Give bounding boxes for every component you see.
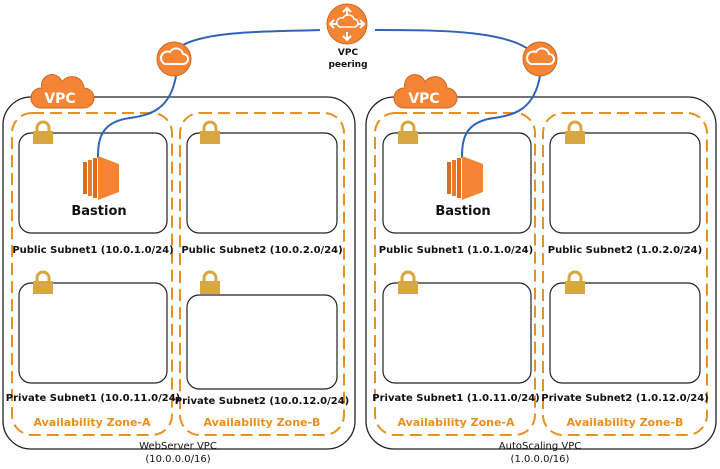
private-subnet-2: [186, 294, 338, 390]
availability-zone-a-label: Availability Zone-A: [33, 416, 151, 429]
svg-text:VPC: VPC: [44, 91, 75, 107]
private-subnet-1: [18, 282, 168, 384]
lock-icon: [396, 270, 420, 296]
bastion-label: Bastion: [435, 204, 490, 219]
availability-zone-b: [179, 112, 345, 436]
vpc-name-autoscaling: AutoScaling VPC: [499, 441, 581, 452]
private-subnet-2-label: Private Subnet2 (1.0.12.0/24): [541, 393, 709, 404]
peering-link-left: [169, 29, 321, 59]
vpc-cidr-autoscaling: (1.0.0.0/16): [511, 454, 570, 465]
lock-icon: [563, 270, 587, 296]
availability-zone-b-label: Availability Zone-B: [567, 416, 684, 429]
availability-zone-b: [542, 112, 708, 436]
svg-text:VPC: VPC: [408, 91, 439, 107]
availability-zone-a: [374, 112, 536, 436]
bastion-label: Bastion: [71, 204, 126, 219]
availability-zone-b-label: Availability Zone-B: [204, 416, 321, 429]
lock-icon: [198, 270, 222, 296]
private-subnet-2-label: Private Subnet2 (10.0.12.0/24): [175, 396, 349, 407]
public-subnet-1: [18, 132, 168, 234]
public-subnet-2: [549, 132, 701, 234]
lock-icon: [563, 120, 587, 146]
vpc-cidr-webserver: (10.0.0.0/16): [145, 454, 210, 465]
availability-zone-a-label: Availability Zone-A: [397, 416, 515, 429]
public-subnet-1-label: Public Subnet1 (10.0.1.0/24): [12, 245, 173, 256]
private-subnet-1-label: Private Subnet1 (10.0.11.0/24): [6, 393, 180, 404]
lock-icon: [198, 120, 222, 146]
public-subnet-2: [186, 132, 338, 234]
public-subnet-1-label: Public Subnet1 (1.0.1.0/24): [379, 245, 533, 256]
vpc-peering-router-icon: [326, 3, 368, 45]
internet-gateway-icon: [522, 41, 558, 77]
availability-zone-a: [11, 112, 173, 436]
lock-icon: [31, 270, 55, 296]
lock-icon: [31, 120, 55, 146]
public-subnet-2-label: Public Subnet2 (10.0.2.0/24): [181, 245, 342, 256]
gateway-link: [97, 75, 177, 159]
public-subnet-2-label: Public Subnet2 (1.0.2.0/24): [548, 245, 702, 256]
peering-label-line2: peering: [328, 60, 367, 70]
ec2-instance-icon: [447, 156, 483, 200]
vpc-name-webserver: WebServer VPC: [139, 441, 217, 452]
private-subnet-1-label: Private Subnet1 (1.0.11.0/24): [372, 393, 540, 404]
vpc-badge-icon: VPC: [30, 74, 95, 109]
lock-icon: [396, 120, 420, 146]
peering-label-line1: VPC: [338, 48, 359, 58]
private-subnet-2: [549, 282, 701, 384]
public-subnet-1: [382, 132, 532, 234]
vpc-badge-icon: VPC: [393, 74, 458, 109]
vpc-autoscaling: VPC Public Subnet1 (1.0.1.0/24) Public S…: [365, 41, 717, 450]
private-subnet-1: [382, 282, 532, 384]
internet-gateway-icon: [156, 41, 192, 77]
peering-link-right: [374, 29, 538, 59]
ec2-instance-icon: [83, 156, 119, 200]
gateway-link: [461, 75, 541, 159]
vpc-webserver: VPC Public Subnet1 (10.0.1.0/24) Public …: [2, 41, 356, 450]
